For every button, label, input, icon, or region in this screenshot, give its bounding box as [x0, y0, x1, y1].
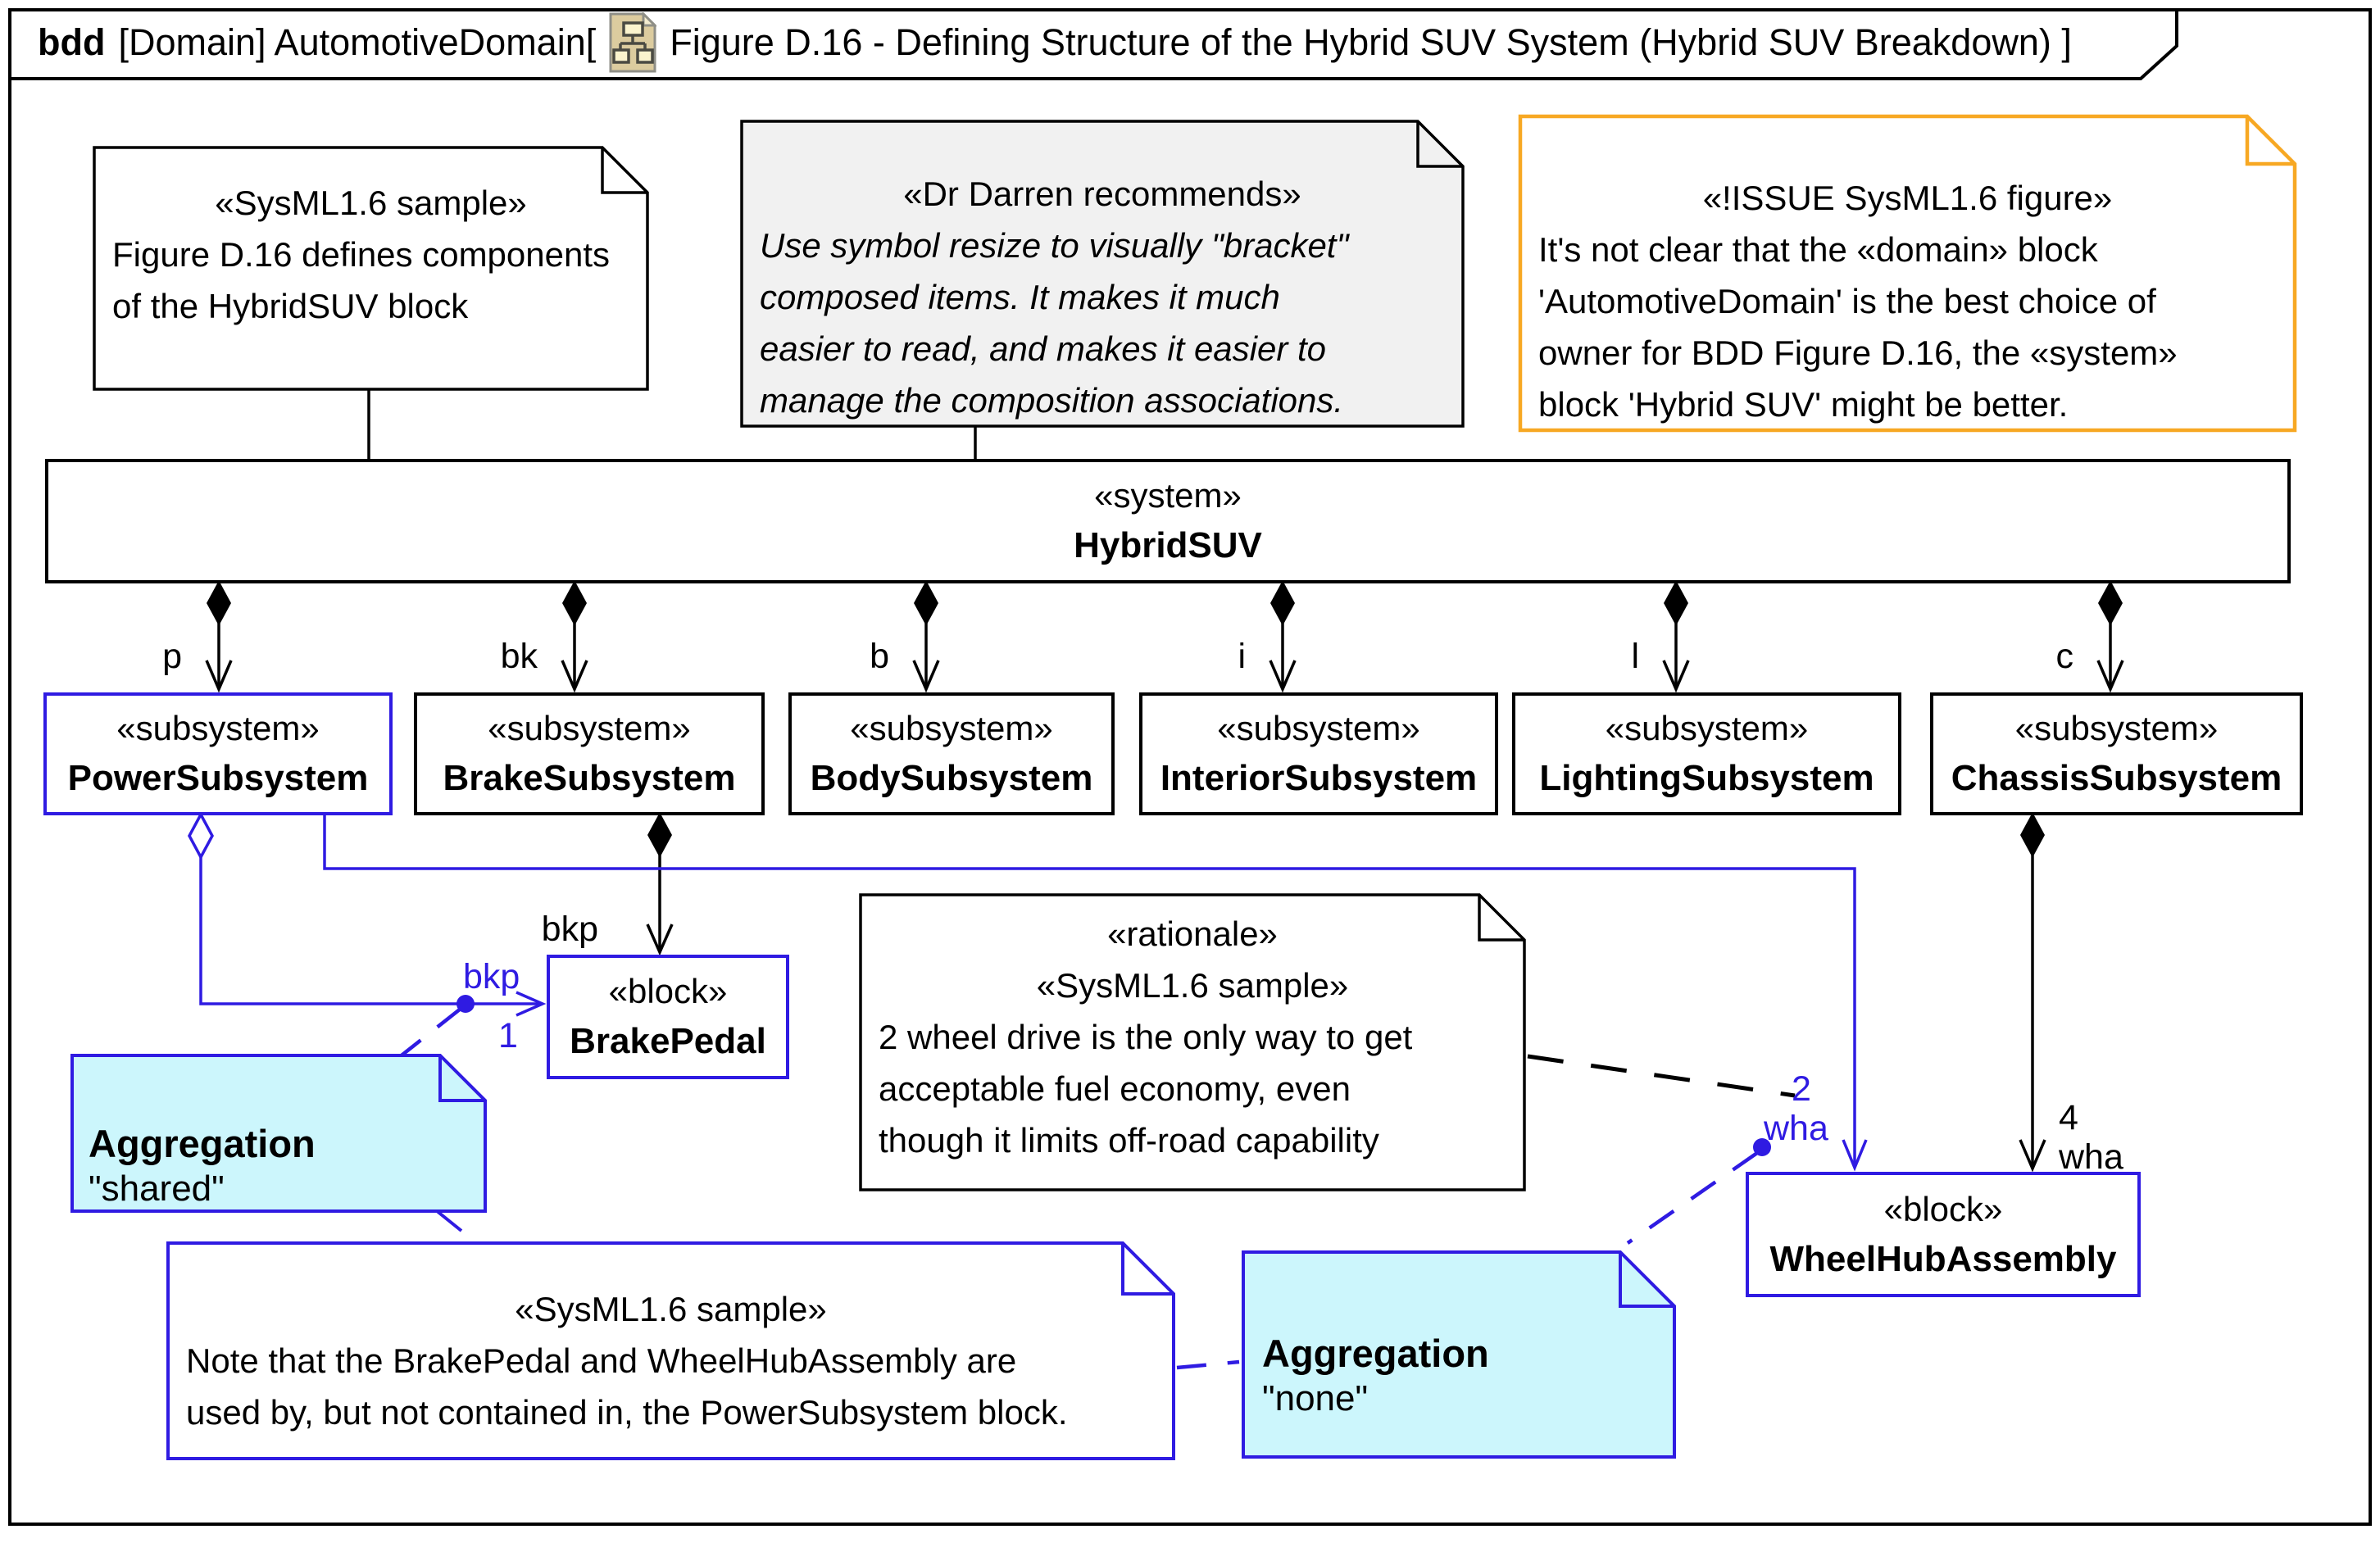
note-issue[interactable]: «!ISSUE SysML1.6 figure» It's not clear … [1520, 172, 2295, 430]
note-line: acceptable fuel economy, even [879, 1069, 1351, 1108]
block-stereotype: «block» [608, 972, 728, 1010]
block-stereotype: «subsystem» [488, 709, 691, 747]
note-line: Note that the BrakePedal and WheelHubAss… [186, 1341, 1017, 1380]
diagram-frame [8, 8, 2372, 1526]
note-line: composed items. It makes it much [760, 278, 1280, 316]
diagram-kind-label: bdd [38, 21, 106, 63]
block-name: PowerSubsystem [67, 758, 369, 798]
block-name: WheelHubAssembly [1769, 1238, 2117, 1279]
block-chassissubsystem[interactable]: «subsystem» ChassisSubsystem [1930, 692, 2303, 815]
bdd-diagram-icon [609, 12, 657, 73]
block-stereotype: «subsystem» [850, 709, 1053, 747]
note-line: Use symbol resize to visually "bracket" [760, 226, 1349, 265]
note-line: 'AutomotiveDomain' is the best choice of [1538, 282, 2156, 320]
note-shape-issue[interactable] [1518, 114, 2297, 433]
block-wheelhubassembly[interactable]: «block» WheelHubAssembly [1746, 1172, 2141, 1297]
block-interiorsubsystem[interactable]: «subsystem» InteriorSubsystem [1139, 692, 1498, 815]
note-line: 2 wheel drive is the only way to get [879, 1018, 1413, 1056]
composition-brakesubsystem-brakepedal[interactable] [646, 812, 674, 956]
note-stereotype: «SysML1.6 sample» [515, 1290, 827, 1328]
shared-aggregation-power-brakepedal[interactable] [188, 811, 547, 1017]
note-shape-rationale[interactable] [859, 893, 1526, 1191]
block-name: BrakePedal [570, 1021, 766, 1061]
note-shape-used-by[interactable] [166, 1241, 1175, 1460]
block-stereotype: «system» [1094, 476, 1242, 515]
note-aggregation-none[interactable]: Aggregation "none" [1262, 1331, 1656, 1421]
diagram-context-label: [Domain] AutomotiveDomain[ [118, 21, 597, 63]
role-label-c: c [2055, 637, 2074, 676]
block-name: HybridSUV [1074, 525, 1262, 565]
block-name: ChassisSubsystem [1951, 758, 2282, 798]
note-value: "shared" [89, 1169, 225, 1209]
diagram-name-label: Figure D.16 - Defining Structure of the … [670, 21, 2072, 63]
role-label-wha-black: wha [2059, 1137, 2123, 1177]
role-label-bkp-composition: bkp [541, 910, 598, 949]
block-stereotype: «subsystem» [2014, 709, 2219, 747]
note-shape-aggregation-none[interactable] [1242, 1250, 1676, 1459]
note-value: "none" [1262, 1378, 1369, 1418]
note-sysml-sample-top[interactable]: «SysML1.6 sample» Figure D.16 defines co… [94, 177, 647, 332]
note-stereotype: «SysML1.6 sample» [1036, 966, 1349, 1005]
note-line: block 'Hybrid SUV' might be better. [1538, 385, 2069, 424]
block-brakepedal[interactable]: «block» BrakePedal [547, 955, 789, 1079]
role-label-bkp-shared: bkp [463, 957, 520, 996]
note-title: Aggregation [89, 1122, 316, 1165]
note-line: though it limits off-road capability [879, 1121, 1379, 1160]
block-name: InteriorSubsystem [1160, 758, 1478, 798]
composition-hybridsuv-subsystems[interactable] [205, 580, 2124, 693]
role-label-i: i [1238, 637, 1246, 676]
block-lightingsubsystem[interactable]: «subsystem» LightingSubsystem [1512, 692, 1901, 815]
note-dr-darren[interactable]: «Dr Darren recommends» Use symbol resize… [742, 168, 1463, 426]
block-name: BrakeSubsystem [443, 758, 736, 798]
role-label-wha-blue: wha [1764, 1109, 1828, 1148]
diagram-frame-title: bdd [Domain] AutomotiveDomain[ Figure D.… [38, 12, 2072, 73]
note-line: easier to read, and makes it easier to [760, 329, 1327, 368]
role-label-p: p [162, 637, 182, 676]
note-shape-sysml-sample-top[interactable] [93, 146, 649, 391]
block-powersubsystem[interactable]: «subsystem» PowerSubsystem [43, 692, 393, 815]
multiplicity-label-brakepedal: 1 [498, 1016, 518, 1055]
block-name: LightingSubsystem [1539, 758, 1874, 798]
note-line: owner for BDD Figure D.16, the «system» [1538, 334, 2178, 372]
block-stereotype: «block» [1883, 1189, 2003, 1228]
composition-chassis-wheelhub[interactable] [2019, 812, 2046, 1173]
note-line: It's not clear that the «domain» block [1538, 230, 2098, 269]
note-used-by[interactable]: «SysML1.6 sample» Note that the BrakePed… [168, 1283, 1174, 1438]
note-anchor-lines [367, 385, 1796, 1370]
association-power-wheelhub[interactable] [323, 814, 1868, 1172]
note-aggregation-shared[interactable]: Aggregation "shared" [89, 1121, 466, 1211]
note-line: used by, but not contained in, the Power… [186, 1393, 1068, 1432]
block-hybridsuv[interactable]: «system» HybridSUV [45, 459, 2291, 583]
role-label-l: l [1631, 637, 1639, 676]
block-brakesubsystem[interactable]: «subsystem» BrakeSubsystem [414, 692, 765, 815]
note-line: Figure D.16 defines components [112, 235, 611, 274]
note-line: of the HybridSUV block [112, 287, 469, 325]
note-stereotype: «!ISSUE SysML1.6 figure» [1702, 179, 2113, 217]
block-stereotype: «subsystem» [1217, 709, 1420, 747]
block-bodysubsystem[interactable]: «subsystem» BodySubsystem [788, 692, 1115, 815]
note-stereotype: «Dr Darren recommends» [903, 175, 1301, 213]
multiplicity-label-wheelhub-blue: 2 [1792, 1069, 1811, 1109]
note-stereotype: «rationale» [1107, 914, 1278, 953]
block-stereotype: «subsystem» [116, 709, 320, 747]
note-line: manage the composition associations. [760, 381, 1344, 420]
multiplicity-label-wheelhub-black: 4 [2059, 1098, 2078, 1137]
role-label-b: b [870, 637, 889, 676]
note-shape-dr-darren[interactable] [740, 120, 1465, 428]
block-stereotype: «subsystem» [1605, 709, 1809, 747]
block-name: BodySubsystem [810, 758, 1093, 798]
role-label-bk: bk [500, 637, 538, 676]
note-stereotype: «SysML1.6 sample» [215, 184, 527, 222]
note-shape-aggregation-shared[interactable] [70, 1054, 487, 1213]
note-rationale[interactable]: «rationale» «SysML1.6 sample» 2 wheel dr… [861, 908, 1524, 1166]
note-title: Aggregation [1262, 1332, 1489, 1375]
